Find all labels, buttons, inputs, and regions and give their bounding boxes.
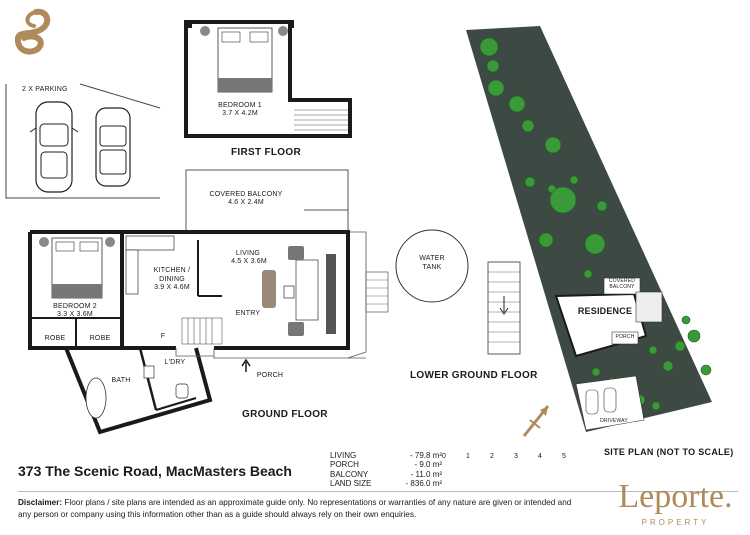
scale-tick-label: 0 bbox=[442, 453, 446, 460]
disclaimer-text: Floor plans / site plans are intended as… bbox=[18, 498, 572, 519]
lower-ground-plan bbox=[395, 229, 521, 355]
bedroom2-size: 3.3 x 3.6m bbox=[57, 311, 93, 318]
area-value: - 836.0 m² bbox=[405, 478, 442, 488]
area-value: - 11.0 m² bbox=[410, 469, 442, 479]
area-summary: LIVING - 79.8 m² PORCH - 9.0 m² BALCONY - 1… bbox=[330, 451, 442, 488]
north-arrow-icon bbox=[522, 405, 550, 437]
water-tank-line1: WATER bbox=[419, 255, 445, 262]
scale-tick-label: 3 bbox=[514, 453, 518, 460]
kitchen-size: 3.9 x 4.6m bbox=[154, 284, 190, 291]
first-floor-plan bbox=[184, 20, 352, 138]
car-icon bbox=[29, 101, 79, 193]
area-row: BALCONY - 11.0 m² bbox=[330, 470, 442, 479]
bath-label: BATH bbox=[111, 377, 131, 384]
area-value: - 9.0 m² bbox=[414, 460, 442, 470]
area-row: LIVING - 79.8 m² bbox=[330, 451, 442, 460]
area-row: PORCH - 9.0 m² bbox=[330, 460, 442, 469]
scale-tick-label: 2 bbox=[490, 453, 494, 460]
area-row: LAND SIZE - 836.0 m² bbox=[330, 479, 442, 488]
bedroom1-size: 3.7 x 4.2m bbox=[222, 110, 258, 117]
living-size: 4.5 x 3.6m bbox=[231, 258, 267, 265]
covered-balcony-name: COVERED BALCONY bbox=[209, 191, 283, 198]
scale-tick-label: 1 bbox=[466, 453, 470, 460]
area-label: PORCH bbox=[330, 460, 359, 470]
f-label: F bbox=[160, 333, 166, 340]
car-icon bbox=[95, 107, 131, 187]
kitchen-name-line1: KITCHEN / bbox=[153, 267, 191, 274]
area-label: LAND SIZE bbox=[330, 478, 372, 488]
area-label: BALCONY bbox=[330, 469, 369, 479]
parking-label: 2 x PARKING bbox=[22, 86, 68, 93]
site-plan-title: SITE PLAN (NOT TO SCALE) bbox=[604, 447, 734, 457]
site-covered-line1: COVERED bbox=[608, 278, 636, 284]
entry-label: ENTRY bbox=[235, 310, 261, 317]
site-porch-label: PORCH bbox=[615, 334, 635, 340]
area-label: LIVING bbox=[330, 451, 357, 460]
covered-balcony-size: 4.6 x 2.4m bbox=[228, 199, 264, 206]
brand-name: Leporte. bbox=[618, 478, 733, 515]
floor-plan-drawing bbox=[28, 20, 712, 437]
site-driveway-label: DRIVEWAY bbox=[600, 418, 628, 424]
disclaimer-heading: Disclaimer: bbox=[18, 498, 63, 507]
disclaimer: Disclaimer: Floor plans / site plans are… bbox=[18, 497, 578, 521]
laundry-label: L'DRY bbox=[164, 359, 186, 366]
parking-area bbox=[5, 83, 161, 199]
robe2-label: ROBE bbox=[89, 335, 111, 342]
bedroom1-name: BEDROOM 1 bbox=[218, 102, 262, 109]
robe1-label: ROBE bbox=[44, 335, 66, 342]
kitchen-name-line2: DINING bbox=[159, 276, 185, 283]
scale-tick-label: 4 bbox=[538, 453, 542, 460]
first-floor-title: FIRST FLOOR bbox=[231, 147, 301, 158]
site-covered-line2: BALCONY bbox=[609, 284, 635, 290]
porch-label: PORCH bbox=[256, 372, 284, 379]
site-residence-label: RESIDENCE bbox=[577, 306, 633, 316]
ground-floor-title: GROUND FLOOR bbox=[242, 409, 328, 420]
scale-tick-label: 5 bbox=[562, 453, 566, 460]
property-address: 373 The Scenic Road, MacMasters Beach bbox=[18, 463, 292, 479]
water-tank-line2: TANK bbox=[422, 264, 442, 271]
brand-subtitle: PROPERTY bbox=[641, 518, 710, 527]
lower-ground-title: LOWER GROUND FLOOR bbox=[410, 370, 538, 381]
brand-logo-icon bbox=[14, 8, 51, 55]
bedroom2-name: BEDROOM 2 bbox=[53, 303, 97, 310]
area-value: - 79.8 m² bbox=[409, 451, 442, 460]
living-name: LIVING bbox=[235, 250, 261, 257]
ground-floor-plan bbox=[28, 169, 389, 435]
footer-divider bbox=[18, 491, 738, 492]
site-plan-map bbox=[466, 26, 712, 432]
